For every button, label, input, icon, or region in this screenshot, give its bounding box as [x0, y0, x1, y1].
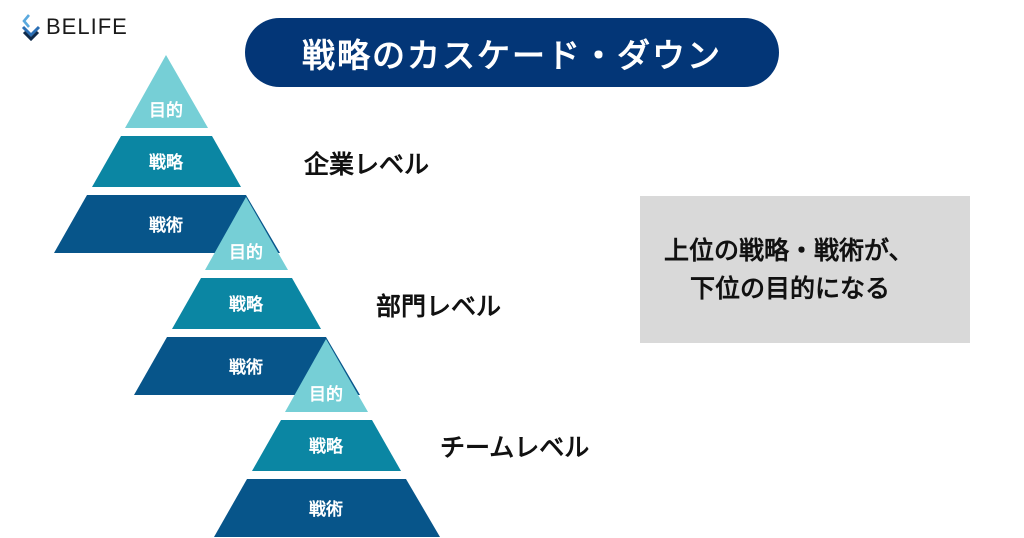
label-purpose: 目的 [149, 100, 183, 121]
layer-strategy [252, 420, 401, 471]
page-title: 戦略のカスケード・ダウン [302, 35, 722, 75]
chevron-down-stack-icon [21, 14, 41, 41]
brand-logo: BELIFE [20, 13, 128, 41]
label-strategy: 戦略 [309, 436, 344, 457]
summary-note: 上位の戦略・戦術が、 下位の目的になる [640, 196, 970, 343]
label-purpose: 目的 [229, 242, 263, 263]
label-tactics: 戦術 [149, 215, 183, 236]
layer-strategy [92, 136, 241, 187]
layer-tactics [214, 479, 440, 537]
label-strategy: 戦略 [229, 294, 264, 315]
layer-purpose [125, 55, 208, 128]
label-tactics: 戦術 [309, 499, 343, 520]
level-label-team: チームレベル [440, 433, 590, 462]
layer-strategy [172, 278, 321, 329]
level-label-company: 企業レベル [304, 150, 430, 179]
note-line-1: 上位の戦略・戦術が、 [664, 235, 914, 265]
title-banner: 戦略のカスケード・ダウン [245, 18, 779, 87]
brand-name: BELIFE [46, 14, 128, 39]
level-label-department: 部門レベル [376, 292, 502, 321]
label-purpose: 目的 [309, 384, 343, 405]
label-tactics: 戦術 [229, 357, 263, 378]
layer-purpose [285, 339, 368, 412]
pyramid-team: 目的 戦略 戦術 [214, 339, 440, 537]
label-strategy: 戦略 [149, 152, 184, 173]
note-line-2: 下位の目的になる [690, 273, 891, 303]
layer-purpose [205, 197, 288, 270]
